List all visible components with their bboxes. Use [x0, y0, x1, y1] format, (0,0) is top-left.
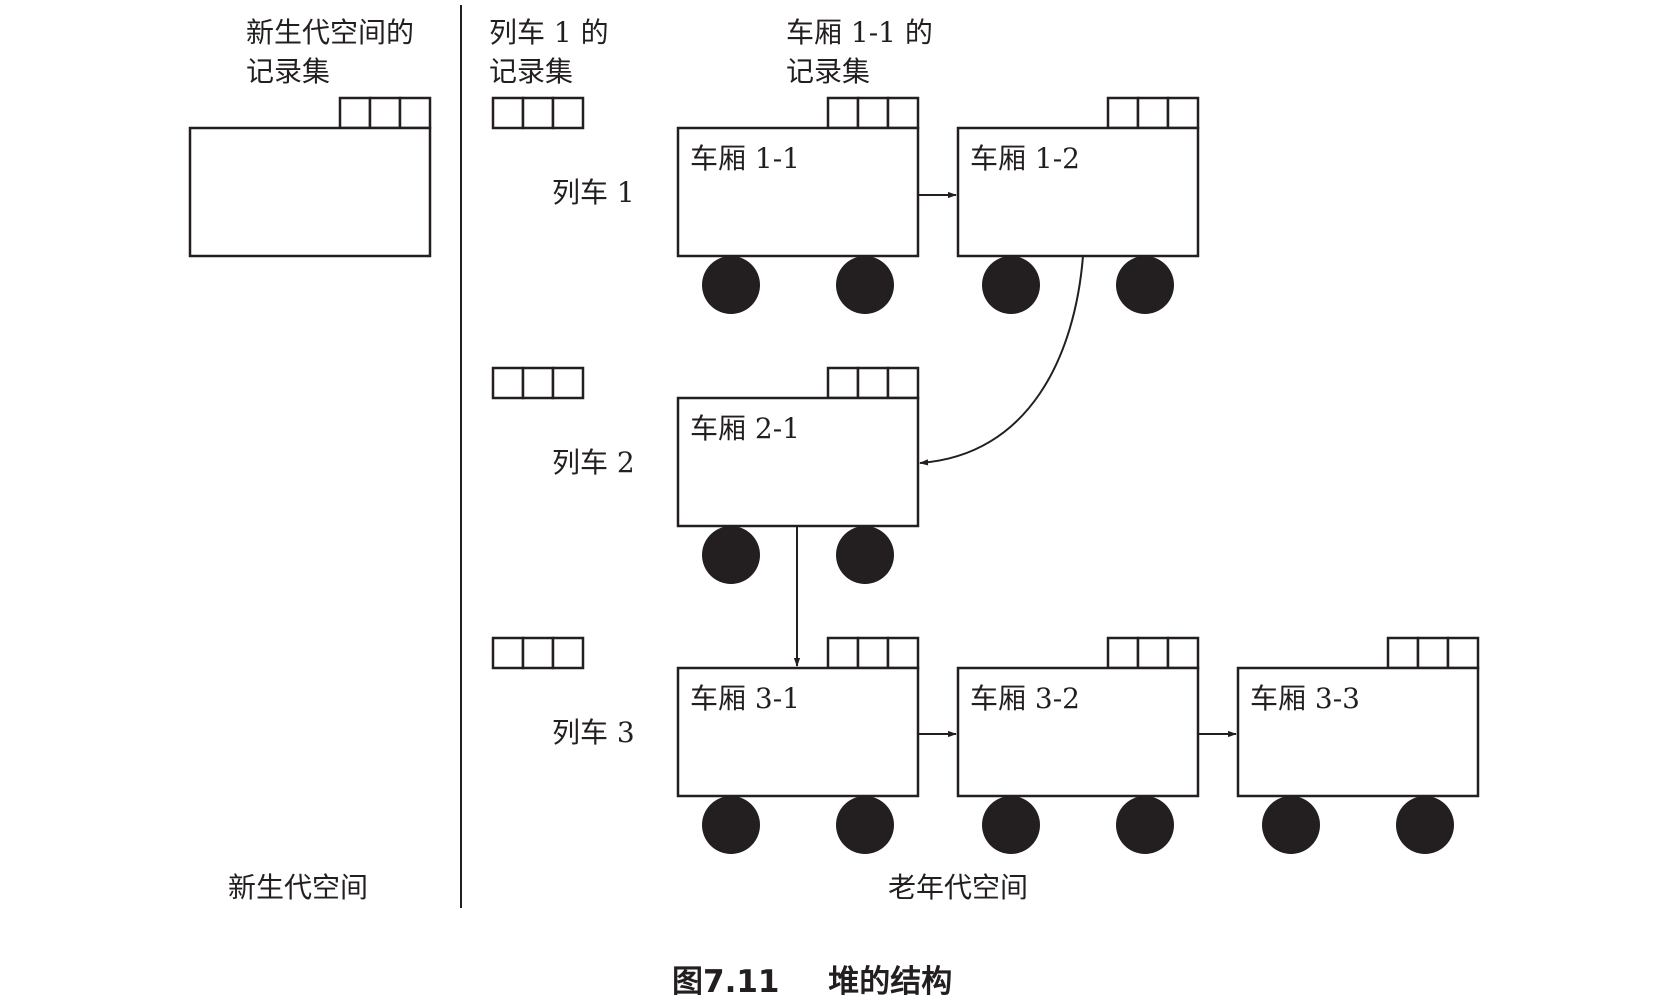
- figure-title: 堆的结构: [828, 964, 952, 1000]
- car-2-1: 车厢 2-1: [676, 366, 920, 584]
- car-wheel: [702, 256, 760, 314]
- car-remembered-set-label: 车厢 1-1 的 记录集: [786, 16, 942, 88]
- train-1-label: 列车 1: [552, 176, 635, 209]
- car-wheel: [702, 796, 760, 854]
- car-wheel: [1116, 256, 1174, 314]
- car-wheel: [1262, 796, 1320, 854]
- train-2-label: 列车 2: [552, 446, 635, 479]
- figure-number: 图7.11: [672, 964, 780, 1000]
- car-1-1: 车厢 1-1: [676, 96, 920, 314]
- car-wheel: [702, 526, 760, 584]
- car-wheel: [836, 796, 894, 854]
- car-3-1: 车厢 3-1: [676, 636, 920, 854]
- train-1-remembered-set: [491, 96, 585, 130]
- train-2-remembered-set: [491, 366, 585, 400]
- car-label: 车厢 2-1: [690, 412, 800, 445]
- car-1-2: 车厢 1-2: [956, 96, 1200, 314]
- young-remembered-set: [338, 96, 432, 130]
- car-label: 车厢 3-1: [690, 682, 800, 715]
- car-label: 车厢 3-2: [970, 682, 1080, 715]
- train-remembered-set-label: 列车 1 的 记录集: [489, 16, 618, 88]
- car-wheel: [836, 526, 894, 584]
- young-generation-box: [188, 126, 432, 258]
- car-wheel: [982, 256, 1040, 314]
- car-label: 车厢 3-3: [1250, 682, 1360, 715]
- arrow-car-1-2-to-2-1: [919, 255, 1084, 466]
- car-label: 车厢 1-2: [970, 142, 1080, 175]
- old-space-label: 老年代空间: [888, 871, 1028, 904]
- figure-caption: 图7.11 堆的结构: [672, 964, 952, 1000]
- car-3-3: 车厢 3-3: [1236, 636, 1480, 854]
- car-3-2: 车厢 3-2: [956, 636, 1200, 854]
- train-3-remembered-set: [491, 636, 585, 670]
- car-wheel: [982, 796, 1040, 854]
- car-label: 车厢 1-1: [690, 142, 800, 175]
- car-wheel: [1396, 796, 1454, 854]
- young-space-label: 新生代空间: [228, 871, 368, 904]
- young-remembered-set-label: 新生代空间的 记录集: [246, 16, 423, 88]
- train-3-label: 列车 3: [552, 716, 635, 749]
- car-wheel: [836, 256, 894, 314]
- car-wheel: [1116, 796, 1174, 854]
